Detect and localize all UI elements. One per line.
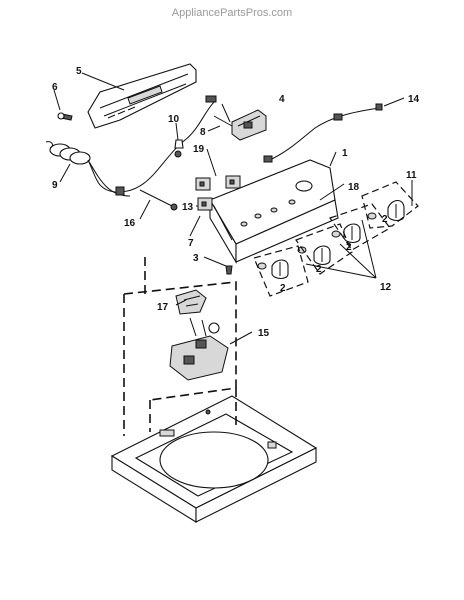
callout-2-d: 2: [280, 283, 286, 294]
callout-3: 3: [193, 253, 199, 264]
clip-part-10: [174, 139, 184, 149]
screw-part-6: [57, 112, 73, 121]
callout-14: 14: [408, 94, 420, 105]
switch-module-part-4: [213, 109, 267, 141]
watermark-text: AppliancePartsPros.com: [172, 7, 292, 19]
callout-13: 13: [182, 202, 194, 213]
callout-15: 15: [258, 328, 270, 339]
part-15-valve: [169, 317, 229, 381]
callout-9: 9: [52, 180, 58, 191]
callout-1: 1: [342, 148, 348, 159]
part-17-actuator: [175, 289, 207, 315]
callout-2-c: 2: [316, 264, 322, 275]
dashed-leaders: [149, 388, 237, 432]
callout-5: 5: [76, 66, 82, 77]
callout-6: 6: [52, 82, 58, 93]
callout-2-a: 2: [382, 214, 388, 225]
callout-2-b: 2: [346, 242, 352, 253]
knobs-part-2: [271, 199, 405, 280]
callout-19: 19: [193, 144, 205, 155]
wire-harness: [45, 95, 217, 197]
callout-17: 17: [157, 302, 169, 313]
callout-12: 12: [380, 282, 392, 293]
callout-16: 16: [124, 218, 136, 229]
callout-18: 18: [348, 182, 360, 193]
callout-11: 11: [406, 170, 417, 181]
screw-part-3: [225, 265, 233, 275]
control-assembly-box: [123, 257, 237, 436]
console-part-1: [209, 159, 339, 265]
top-cabinet-frame: [110, 395, 318, 523]
switches-parts-19-13: [195, 175, 241, 211]
callout-4: 4: [279, 94, 285, 105]
ground-part-16: [139, 189, 178, 211]
callout-10: 10: [168, 114, 180, 125]
leader-lines: [53, 72, 413, 345]
callout-labels: 5 6 9 10 4 8 14 1 18 19 13 7 16 3 11 2 2…: [52, 66, 420, 339]
callout-7: 7: [188, 238, 194, 249]
knob-group-outlines: [253, 181, 419, 297]
rear-console-panel: [87, 63, 197, 129]
harness-part-14: [263, 103, 383, 163]
callout-8: 8: [200, 127, 206, 138]
